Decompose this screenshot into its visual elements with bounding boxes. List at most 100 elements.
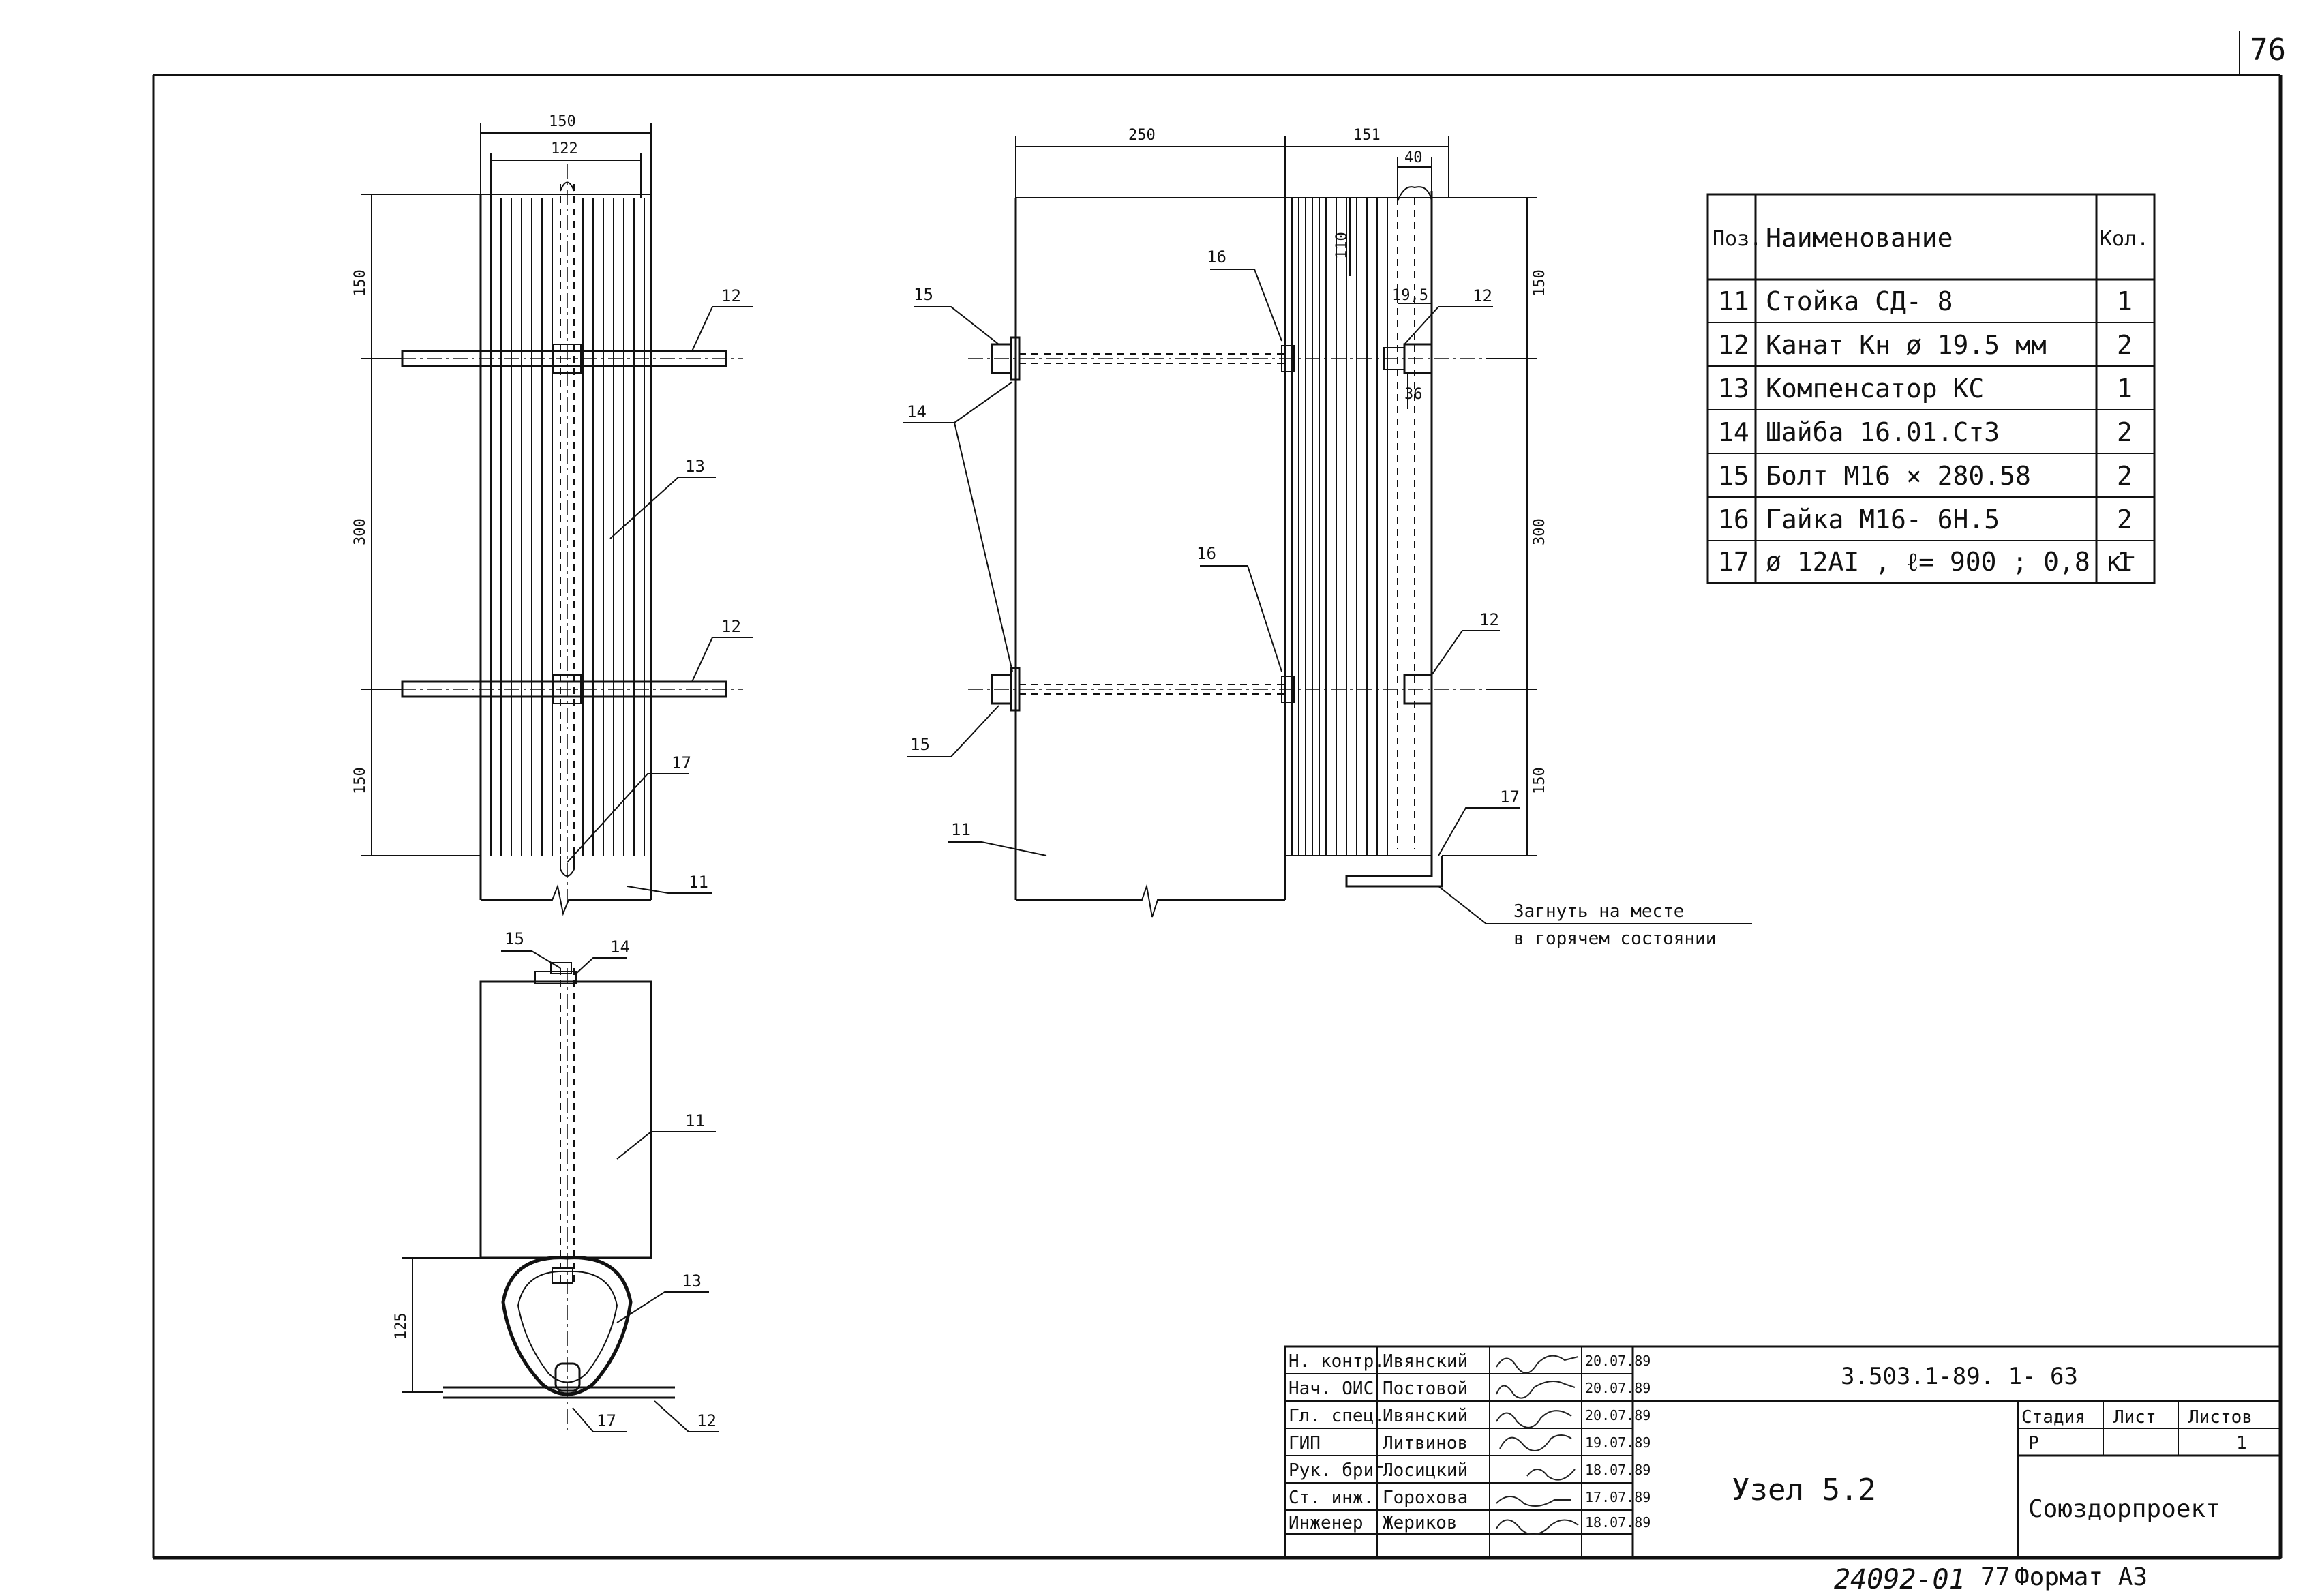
spec-row-name: Стойка СД- 8 bbox=[1766, 286, 1953, 316]
sig-role: Н. контр. bbox=[1289, 1351, 1385, 1372]
dim-side-110: 110 bbox=[1334, 232, 1351, 259]
callout-plan-17: 17 bbox=[597, 1411, 616, 1430]
dim-side-19-5: 19,5 bbox=[1392, 287, 1428, 304]
spec-header-qty: Кол. bbox=[2100, 227, 2149, 251]
drawing-title: Узел 5.2 bbox=[1732, 1473, 1876, 1507]
spec-row-pos: 15 bbox=[1718, 461, 1749, 491]
spec-row-pos: 17 bbox=[1718, 547, 1749, 577]
spec-row-pos: 16 bbox=[1718, 505, 1749, 534]
sig-role: Нач. ОИС bbox=[1289, 1379, 1374, 1399]
plan-view-leaders bbox=[501, 950, 719, 1432]
spec-header-name: Наименование bbox=[1766, 223, 1953, 253]
spec-row-name: Гайка М16- 6Н.5 bbox=[1766, 505, 2000, 534]
organization: Союздорпроект bbox=[2028, 1495, 2220, 1523]
note-bend-line2: в горячем состоянии bbox=[1513, 929, 1716, 949]
callout-side-15a: 15 bbox=[914, 285, 933, 304]
dim-side-w-post: 250 bbox=[1128, 127, 1156, 144]
spec-row-qty: 2 bbox=[2117, 330, 2133, 360]
spec-row-pos: 11 bbox=[1718, 286, 1749, 316]
spec-row-qty: 2 bbox=[2117, 417, 2133, 447]
note-bend-line1: Загнуть на месте bbox=[1513, 901, 1684, 922]
sig-name: Литвинов bbox=[1383, 1433, 1468, 1454]
sig-name: Постовой bbox=[1383, 1379, 1468, 1399]
dim-side-w-comp: 151 bbox=[1353, 127, 1381, 144]
sig-date: 20.07.89 bbox=[1585, 1380, 1651, 1396]
front-view-dimensions bbox=[361, 123, 652, 856]
callout-side-15b: 15 bbox=[910, 735, 930, 754]
spec-row-qty: 2 bbox=[2117, 505, 2133, 534]
sig-date: 17.07.89 bbox=[1585, 1489, 1651, 1505]
callout-side-11: 11 bbox=[951, 820, 971, 839]
callout-side-16a: 16 bbox=[1207, 247, 1226, 267]
spec-row-pos: 14 bbox=[1718, 417, 1749, 447]
sig-date: 20.07.89 bbox=[1585, 1407, 1651, 1424]
callout-side-16b: 16 bbox=[1196, 544, 1216, 563]
callout-plan-11: 11 bbox=[685, 1111, 705, 1130]
dim-front-width-inner: 122 bbox=[551, 140, 578, 157]
spec-header-pos: Поз. bbox=[1713, 227, 1762, 251]
sig-name: Ивянский bbox=[1383, 1351, 1468, 1372]
dim-plan-h: 125 bbox=[393, 1312, 410, 1340]
callout-front-17: 17 bbox=[672, 753, 691, 772]
front-view-leaders bbox=[567, 306, 753, 894]
title-block bbox=[1284, 1345, 2282, 1559]
compensator-strips bbox=[490, 198, 645, 856]
spec-table bbox=[1706, 193, 2156, 584]
dim-side-36: 36 bbox=[1404, 386, 1423, 403]
sig-name: Ивянский bbox=[1383, 1406, 1468, 1426]
dim-side-h-top: 150 bbox=[1531, 269, 1548, 297]
spec-row-qty: 1 bbox=[2117, 547, 2133, 577]
spec-row-qty: 1 bbox=[2117, 374, 2133, 404]
plan-view-dimensions bbox=[402, 1257, 481, 1393]
dim-side-w-gap: 40 bbox=[1404, 149, 1423, 166]
front-view bbox=[375, 164, 743, 916]
sig-date: 18.07.89 bbox=[1585, 1462, 1651, 1478]
callout-side-12b: 12 bbox=[1479, 610, 1499, 629]
sig-date: 18.07.89 bbox=[1585, 1514, 1651, 1531]
spec-row-name: Канат Кн ø 19.5 мм bbox=[1766, 330, 2047, 360]
callout-side-17: 17 bbox=[1500, 787, 1520, 807]
side-view bbox=[968, 186, 1486, 918]
signature-scribbles bbox=[1496, 1355, 1579, 1535]
dim-front-width-total: 150 bbox=[549, 113, 576, 130]
sig-name: Лосицкий bbox=[1383, 1460, 1468, 1481]
doc-code: 3.503.1-89. 1- 63 bbox=[1841, 1363, 2078, 1390]
sheets-label: Листов bbox=[2188, 1407, 2253, 1428]
callout-front-13: 13 bbox=[685, 457, 705, 476]
spec-row-name: Компенсатор КС bbox=[1766, 374, 1984, 404]
sig-role: Гл. спец. bbox=[1289, 1406, 1385, 1426]
inventory-number: 24092-01 bbox=[1834, 1564, 1965, 1595]
stage-value: Р bbox=[2028, 1433, 2039, 1454]
page-number: 77 bbox=[1980, 1563, 2010, 1591]
spec-row-pos: 12 bbox=[1718, 330, 1749, 360]
callout-plan-15: 15 bbox=[504, 929, 524, 948]
dim-side-h-bottom: 150 bbox=[1531, 767, 1548, 794]
dim-side-h-mid: 300 bbox=[1531, 518, 1548, 545]
sig-date: 20.07.89 bbox=[1585, 1353, 1651, 1369]
spec-row-pos: 13 bbox=[1718, 374, 1749, 404]
spec-row-name: Шайба 16.01.Ст3 bbox=[1766, 417, 2000, 447]
sig-date: 19.07.89 bbox=[1585, 1434, 1651, 1451]
dim-front-h-mid: 300 bbox=[352, 518, 369, 545]
side-view-dimensions bbox=[1015, 136, 1537, 856]
callout-plan-13: 13 bbox=[682, 1271, 702, 1291]
sig-name: Горохова bbox=[1383, 1488, 1468, 1508]
plan-view bbox=[443, 962, 675, 1432]
sig-role: Ст. инж. bbox=[1289, 1488, 1374, 1508]
stage-label: Стадия bbox=[2021, 1407, 2085, 1428]
spec-row-name: ø 12АI , ℓ= 900 ; 0,8 кг bbox=[1766, 547, 2137, 577]
side-view-leaders bbox=[903, 269, 1752, 924]
spec-row-qty: 2 bbox=[2117, 461, 2133, 491]
sheet-number: 76 bbox=[2250, 33, 2286, 67]
callout-front-12b: 12 bbox=[721, 617, 741, 636]
sig-role: ГИП bbox=[1289, 1433, 1321, 1454]
callout-plan-12: 12 bbox=[697, 1411, 717, 1430]
callout-side-14: 14 bbox=[907, 402, 927, 421]
sheets-value: 1 bbox=[2236, 1433, 2247, 1454]
post-plan bbox=[479, 980, 652, 1259]
callout-plan-14: 14 bbox=[610, 937, 630, 957]
dim-front-h-bottom: 150 bbox=[352, 767, 369, 794]
callout-side-12a: 12 bbox=[1473, 286, 1492, 305]
sig-role: Инженер bbox=[1289, 1513, 1364, 1533]
